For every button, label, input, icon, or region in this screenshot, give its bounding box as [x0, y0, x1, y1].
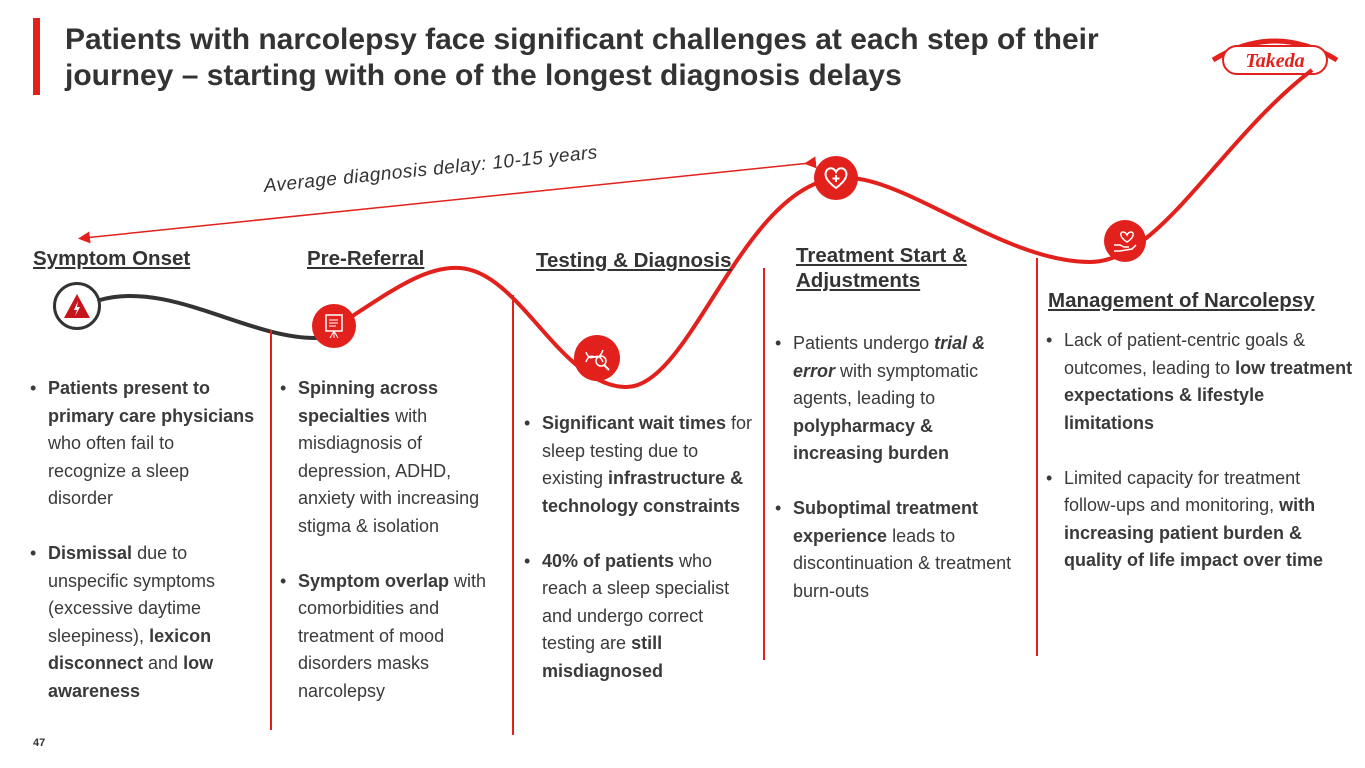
- bullet-emphasis: 40% of patients: [542, 550, 675, 571]
- dna-magnifier-icon: [574, 335, 620, 381]
- stage-header-treatment-start: Treatment Start & Adjustments: [796, 244, 967, 292]
- curve-segment-onset: [99, 293, 319, 341]
- bullet-emphasis: Suboptimal treatment experience: [793, 498, 979, 546]
- bullet-emphasis: polypharmacy & increasing burden: [793, 415, 950, 464]
- heart-plus-icon: [814, 156, 858, 200]
- hand-heart-icon: [1104, 220, 1146, 262]
- takeda-logo: Takeda: [1205, 30, 1345, 85]
- bullet-emphasis: still misdiagnosed: [542, 633, 664, 681]
- bullet-item: Dismissal due to unspecific symptoms (ex…: [30, 540, 255, 705]
- bullet-emphasis: Spinning across specialties: [298, 378, 439, 426]
- bullet-emphasis: Patients present to primary care physici…: [48, 378, 255, 426]
- divider: [763, 268, 765, 660]
- stage-bullets: Spinning across specialties with misdiag…: [280, 375, 495, 733]
- warning-lightning-icon: [53, 282, 101, 330]
- title-accent-bar: [33, 18, 40, 95]
- bullet-emphasis: Dismissal: [48, 543, 133, 563]
- bullet-text: who reach a sleep specialist and undergo…: [542, 550, 730, 654]
- divider: [512, 295, 514, 735]
- bullet-emphasis: Symptom overlap: [298, 570, 450, 591]
- bullet-text: with symptomatic agents, leading to: [793, 360, 979, 409]
- bullet-text: who often fail to recognize a sleep diso…: [48, 433, 190, 508]
- bullet-emphasis: infrastructure & technology constraints: [542, 468, 744, 516]
- stage-header-testing-diagnosis: Testing & Diagnosis: [536, 249, 732, 272]
- bullet-item: Limited capacity for treatment follow-up…: [1046, 465, 1356, 575]
- divider: [1036, 258, 1038, 656]
- bullet-emphasis: low awareness: [48, 653, 214, 701]
- bullet-text: and: [143, 653, 184, 673]
- bullet-text: for sleep testing due to existing: [542, 413, 753, 488]
- bullet-emphasis: with increasing patient burden & quality…: [1064, 495, 1324, 570]
- bullet-item: Lack of patient-centric goals & outcomes…: [1046, 327, 1356, 437]
- stage-bullets: Lack of patient-centric goals & outcomes…: [1046, 327, 1356, 602]
- bullet-item: Patients undergo trial & error with symp…: [775, 330, 1025, 468]
- stage-header-management: Management of Narcolepsy: [1048, 289, 1315, 312]
- bullet-text: due to unspecific symptoms (excessive da…: [48, 543, 216, 646]
- bullet-text: Patients undergo: [793, 333, 935, 353]
- bullet-emphasis: trial & error: [793, 333, 986, 381]
- bullet-emphasis: low treatment expectations & lifestyle l…: [1064, 357, 1353, 433]
- bullet-emphasis: lexicon disconnect: [48, 625, 212, 674]
- svg-text:Takeda: Takeda: [1245, 50, 1304, 72]
- stage-header-symptom-onset: Symptom Onset: [33, 247, 191, 270]
- stage-header-pre-referral: Pre-Referral: [307, 247, 425, 270]
- bullet-item: Significant wait times for sleep testing…: [524, 410, 754, 520]
- bullet-text: Lack of patient-centric goals & outcomes…: [1064, 330, 1306, 378]
- bullet-item: Patients present to primary care physici…: [30, 375, 255, 513]
- bullet-text: leads to discontinuation & treatment bur…: [793, 525, 1012, 601]
- presentation-board-icon: [312, 304, 356, 348]
- stage-bullets: Significant wait times for sleep testing…: [524, 410, 754, 713]
- stage-bullets: Patients undergo trial & error with symp…: [775, 330, 1025, 633]
- bullet-emphasis: Significant wait times: [542, 413, 727, 433]
- page-title: Patients with narcolepsy face significan…: [65, 23, 1099, 92]
- page-number: 47: [33, 737, 46, 749]
- divider: [270, 330, 272, 730]
- bullet-text: with comorbidities and treatment of mood…: [298, 570, 487, 701]
- delay-arrow: [78, 156, 817, 244]
- bullet-item: Suboptimal treatment experience leads to…: [775, 495, 1025, 605]
- bullet-item: Symptom overlap with comorbidities and t…: [280, 568, 495, 706]
- bullet-item: Spinning across specialties with misdiag…: [280, 375, 495, 540]
- bullet-text: with misdiagnosis of depression, ADHD, a…: [298, 405, 480, 536]
- stage-bullets: Patients present to primary care physici…: [30, 375, 255, 733]
- bullet-text: Limited capacity for treatment follow-up…: [1064, 467, 1301, 516]
- bullet-item: 40% of patients who reach a sleep specia…: [524, 548, 754, 686]
